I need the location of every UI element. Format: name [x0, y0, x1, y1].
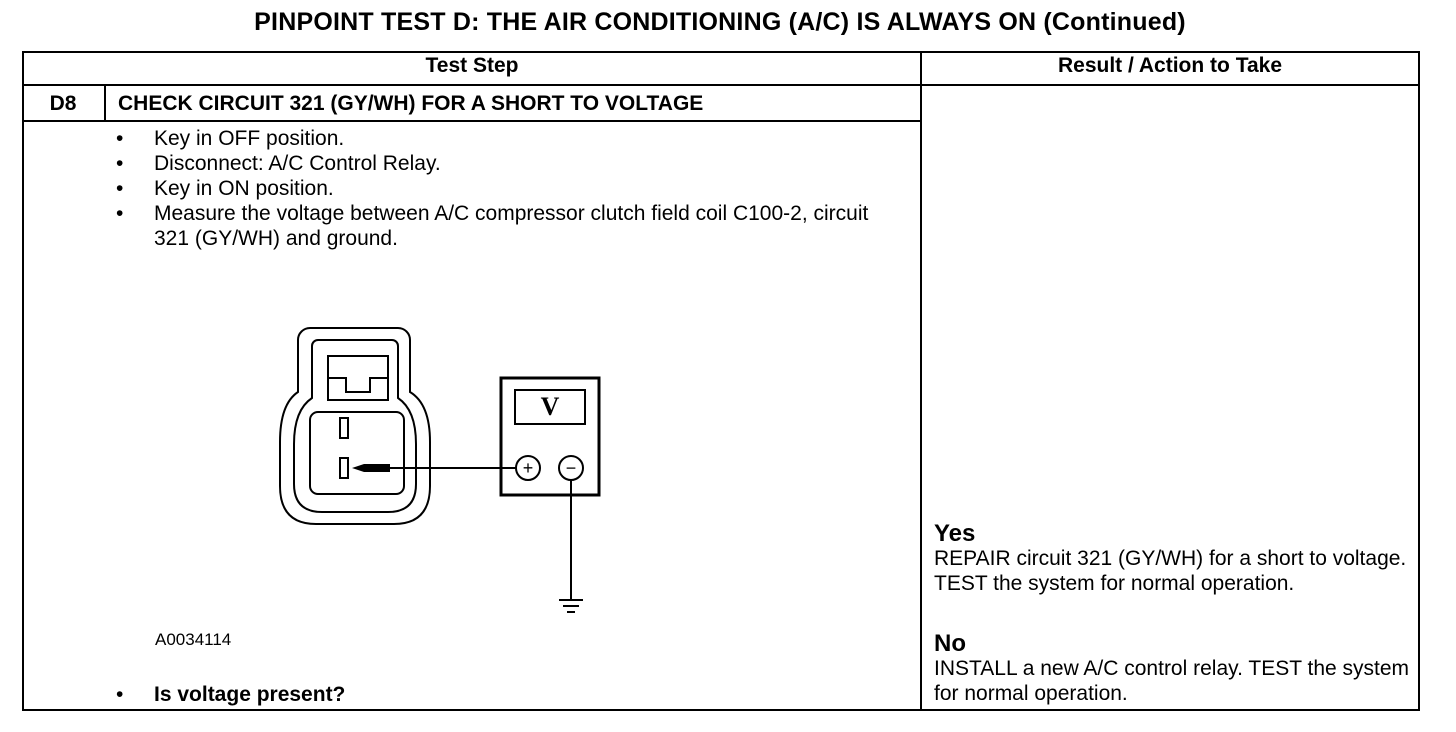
voltage-measurement-diagram: V + −	[279, 327, 601, 613]
instruction-item: Key in ON position.	[114, 176, 904, 201]
test-table	[22, 51, 1420, 711]
connector-icon	[279, 327, 431, 525]
positive-terminal-icon	[515, 455, 541, 481]
voltmeter-icon: V + −	[499, 376, 601, 497]
step-question: Is voltage present?	[114, 682, 345, 707]
test-probe-icon	[352, 464, 516, 472]
instruction-item: Disconnect: A/C Control Relay.	[114, 151, 904, 176]
meter-display-label: V	[541, 392, 560, 421]
step-title-rule	[22, 120, 920, 122]
step-title: CHECK CIRCUIT 321 (GY/WH) FOR A SHORT TO…	[118, 92, 704, 115]
result-yes-label: Yes	[934, 520, 976, 547]
minus-sign: −	[566, 458, 577, 478]
figure-id: A0034114	[155, 630, 232, 649]
header-result-action: Result / Action to Take	[1057, 54, 1283, 77]
plus-sign: +	[523, 458, 534, 478]
result-no-text: INSTALL a new A/C control relay. TEST th…	[934, 657, 1410, 705]
column-divider	[920, 51, 922, 711]
header-rule	[22, 84, 1420, 86]
page-title: PINPOINT TEST D: THE AIR CONDITIONING (A…	[254, 8, 1186, 36]
header-test-step: Test Step	[425, 54, 519, 77]
instruction-item: Measure the voltage between A/C compress…	[114, 201, 904, 251]
step-id-divider	[104, 86, 106, 122]
step-id: D8	[49, 92, 77, 115]
step-instructions: Key in OFF position. Disconnect: A/C Con…	[114, 126, 904, 251]
result-no-label: No	[934, 630, 966, 657]
ground-icon	[559, 480, 583, 613]
instruction-item: Key in OFF position.	[114, 126, 904, 151]
result-yes-text: REPAIR circuit 321 (GY/WH) for a short t…	[934, 547, 1407, 595]
